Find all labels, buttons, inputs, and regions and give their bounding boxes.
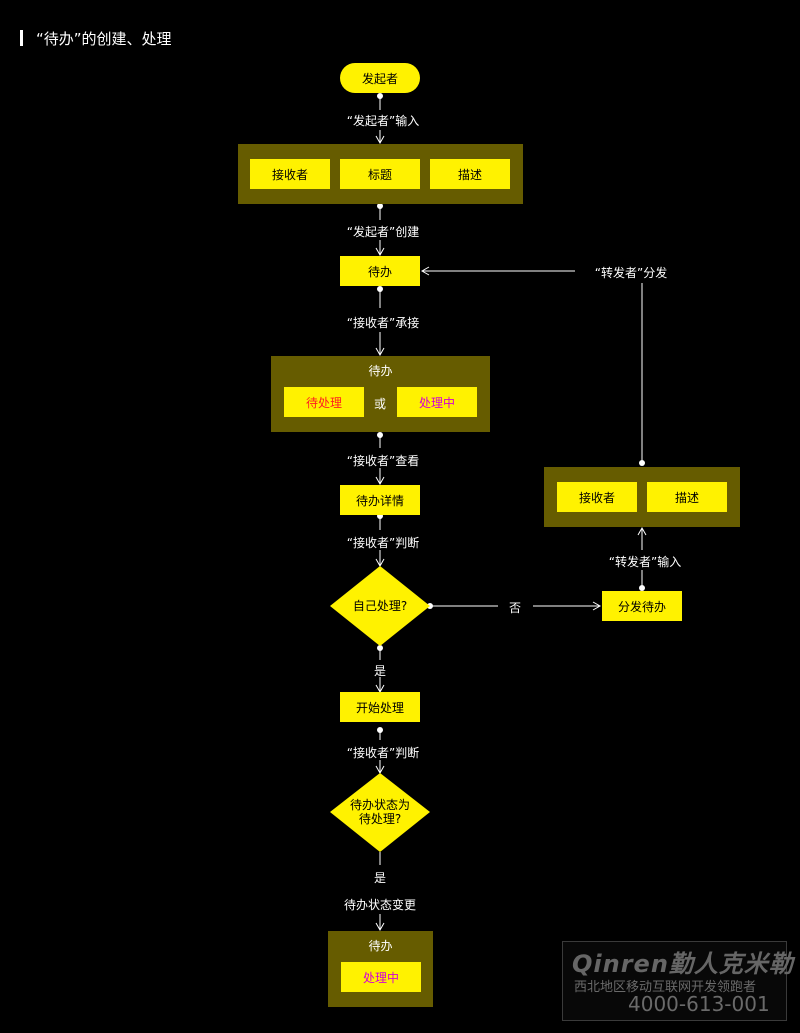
start-handling-node: 开始处理 (340, 692, 420, 722)
no-label: 否 (508, 601, 522, 615)
yes-label-2: 是 (373, 871, 387, 885)
todo-state-title: 待办 (368, 364, 393, 378)
watermark-subtitle: 西北地区移动互联网开发领跑者 (574, 980, 757, 995)
forward-field-receiver: 接收者 (557, 482, 637, 512)
forward-todo-node: 分发待办 (602, 591, 682, 621)
decision-self-handle: 自己处理? (352, 599, 408, 613)
edge-label-receiver-view: “接收者”查看 (346, 454, 420, 468)
field-title: 标题 (340, 159, 420, 189)
watermark-phone: 4000-613-001 (628, 992, 770, 1016)
page-title: “待办”的创建、处理 (36, 30, 172, 48)
watermark-logo: Qinren勤人克米勒 (572, 950, 794, 978)
state-processing: 处理中 (397, 387, 477, 417)
title-marker (20, 30, 23, 46)
field-receiver: 接收者 (250, 159, 330, 189)
state-pending: 待处理 (284, 387, 364, 417)
final-state-processing: 处理中 (341, 962, 421, 992)
edge-label-initiator-input: “发起者”输入 (346, 114, 420, 128)
decision-status-shape (330, 773, 430, 852)
initiator-node: 发起者 (340, 63, 420, 93)
field-description: 描述 (430, 159, 510, 189)
edge-label-forwarder-distribute: “转发者”分发 (594, 266, 668, 280)
decision-status-line-2: 待处理? (358, 812, 402, 826)
edge-label-initiator-create: “发起者”创建 (346, 225, 420, 239)
or-label: 或 (373, 397, 387, 411)
forward-field-description: 描述 (647, 482, 727, 512)
watermark-frame (562, 941, 787, 1021)
decision-self-handle-shape (330, 566, 430, 646)
edge-label-receiver-accept: “接收者”承接 (346, 316, 420, 330)
todo-detail-node: 待办详情 (340, 485, 420, 515)
todo-node: 待办 (340, 256, 420, 286)
edge-label-receiver-judge-1: “接收者”判断 (346, 536, 420, 550)
edge-label-receiver-judge-2: “接收者”判断 (346, 746, 420, 760)
yes-label-1: 是 (373, 664, 387, 678)
decision-status-line-1: 待办状态为 (349, 798, 410, 812)
final-state-title: 待办 (368, 939, 393, 953)
decision-status: 待办状态为 待处理? (330, 798, 430, 826)
status-change-label: 待办状态变更 (343, 898, 417, 912)
edge-label-forwarder-input: “转发者”输入 (608, 555, 682, 569)
